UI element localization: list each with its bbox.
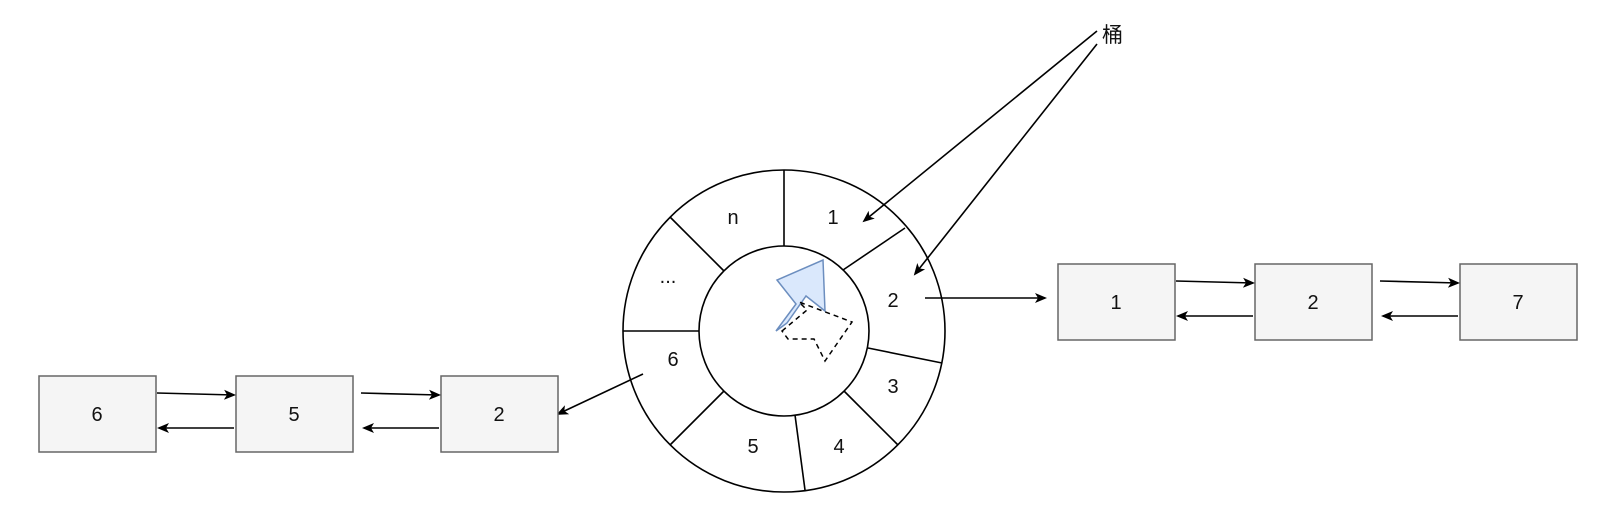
list-node (440, 375, 559, 453)
bucket-label-6: 6 (667, 349, 678, 371)
annotation-arrow (913, 43, 1098, 276)
list-node-label: 2 (493, 404, 504, 426)
list-node (235, 375, 354, 453)
wheel-inner-ring (698, 245, 870, 417)
list-node-label: 6 (91, 404, 102, 426)
next-pointer-arrow (1175, 277, 1255, 288)
list-node-label: 5 (288, 404, 299, 426)
bucket-6-list-arrow (556, 373, 644, 415)
bucket-label-n: n (727, 207, 738, 229)
right-linked-list: 1 2 7 (1057, 263, 1578, 341)
next-pointer-arrow (156, 389, 236, 400)
bucket-annotation-label: 桶 (1102, 24, 1123, 47)
next-pointer-arrow (360, 389, 441, 400)
timing-wheel: n 1 2 3 4 5 6 ... (622, 169, 946, 493)
bucket-annotation: 桶 (862, 24, 1123, 276)
list-node (1254, 263, 1373, 341)
list-node-label: 1 (1110, 292, 1121, 314)
left-linked-list: 6 5 2 (38, 375, 559, 453)
bucket-divider (669, 390, 725, 446)
bucket-label-5: 5 (747, 436, 758, 458)
annotation-arrow (862, 30, 1098, 223)
bucket-divider (867, 347, 943, 364)
bucket-label-3: 3 (887, 376, 898, 398)
list-node-label: 7 (1512, 292, 1523, 314)
bucket-divider (669, 216, 725, 272)
bucket-divider (842, 227, 906, 271)
bucket-label-2: 2 (887, 290, 898, 312)
list-node (1459, 263, 1578, 341)
list-node (38, 375, 157, 453)
current-pointer-arrow-icon (775, 258, 826, 332)
bucket-label-ellipsis: ... (660, 266, 677, 288)
list-node-label: 2 (1307, 292, 1318, 314)
bucket-divider (794, 414, 806, 491)
next-pointer-arrow (1379, 277, 1460, 288)
bucket-label-4: 4 (833, 436, 844, 458)
bucket-divider (843, 390, 899, 446)
bucket-label-1: 1 (827, 207, 838, 229)
list-node (1057, 263, 1176, 341)
